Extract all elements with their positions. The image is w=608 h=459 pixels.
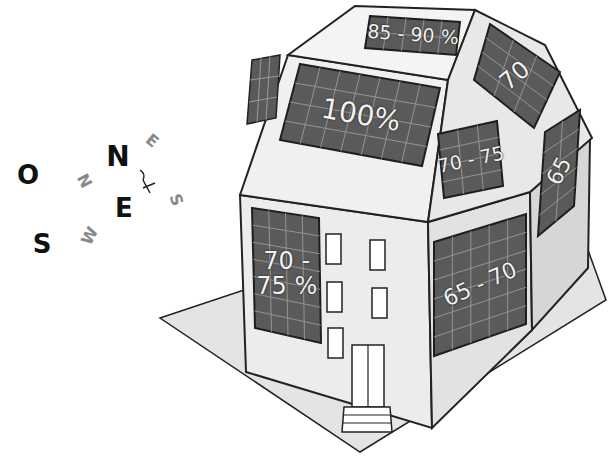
solar-panel: 100% [280, 64, 440, 166]
window [372, 288, 387, 318]
efficiency-percent: 70 - 75 % [255, 249, 319, 299]
compass-letter: N [106, 143, 129, 171]
panel-shape [474, 24, 560, 128]
compass-symbol [140, 170, 155, 193]
panel-shape [280, 64, 440, 166]
panel-shape [365, 16, 460, 55]
window [370, 240, 385, 270]
solar-panel: 70 - 75 % [252, 208, 321, 343]
front-roof [240, 55, 448, 222]
compass-letter: S [167, 192, 186, 208]
window [327, 282, 342, 312]
window [326, 234, 341, 264]
compass-letter: E [143, 131, 162, 150]
panel-shape [538, 110, 580, 236]
compass-letter: W [79, 224, 101, 247]
compass-letter: N [74, 171, 94, 190]
panel-shape [434, 214, 526, 356]
window [328, 328, 343, 358]
solar-panel: 85 - 90 % [365, 16, 460, 55]
solar-panel: 65 [538, 110, 580, 236]
solar-panel: 65 - 70 [434, 214, 526, 356]
panel-grid-line [252, 225, 319, 236]
solar-panel: 70 - 75 [438, 121, 503, 198]
door [352, 345, 384, 407]
solar-panel: 70 [474, 24, 560, 128]
front-wall [240, 195, 432, 428]
panel-grid-line [255, 311, 321, 325]
panel-grid-line [434, 306, 526, 337]
panel-shape [252, 208, 321, 343]
compass-letter: E [115, 195, 133, 221]
right-wall [428, 192, 532, 428]
panel-grid-line [539, 187, 575, 215]
steps [342, 407, 392, 432]
compass-letter: O [17, 162, 39, 188]
dormer-panel [247, 55, 280, 124]
panel-grid-line [544, 129, 579, 153]
compass-letter: S [33, 231, 52, 257]
panel-grid-line [434, 232, 526, 261]
